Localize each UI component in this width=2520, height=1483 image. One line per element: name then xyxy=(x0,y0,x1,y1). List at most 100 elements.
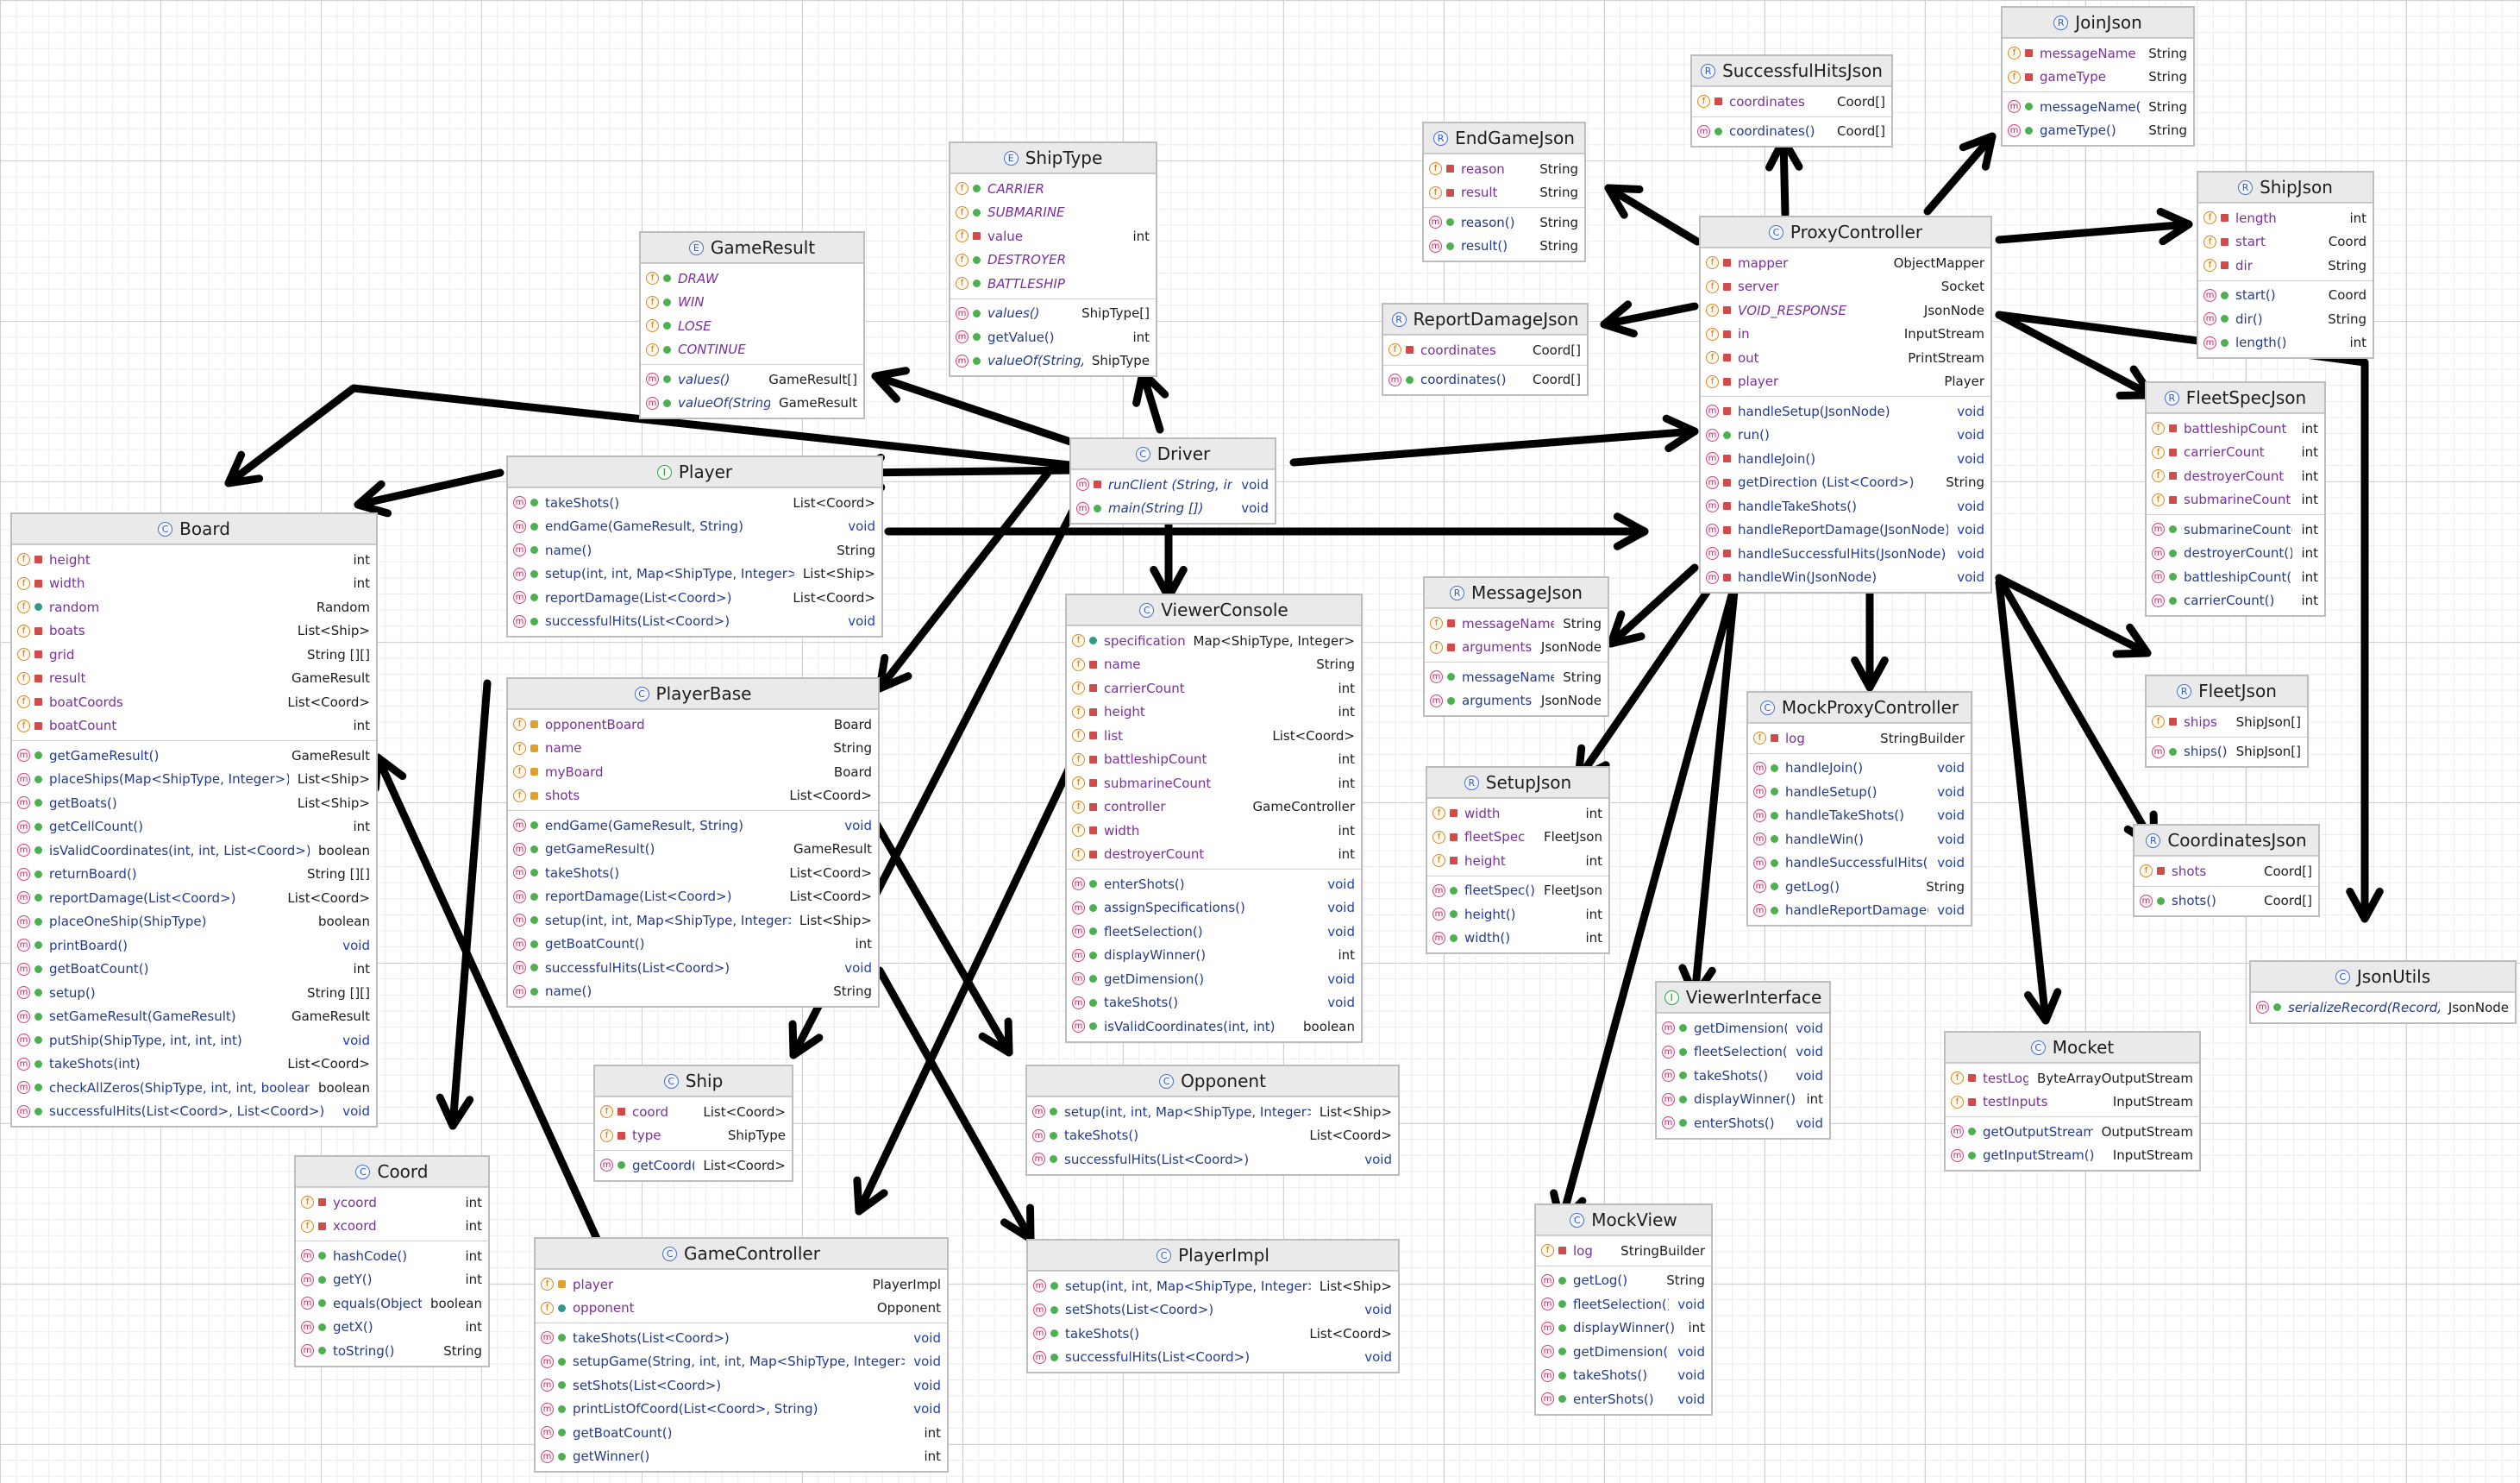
field-name: result xyxy=(1461,185,1498,201)
field-icon: f xyxy=(1429,185,1442,199)
method-signature: getDimension() xyxy=(1573,1343,1670,1360)
method-signature: takeShots(List<Coord>) xyxy=(573,1329,730,1346)
class-icon: C xyxy=(1768,224,1783,240)
method-icon: m xyxy=(541,1426,554,1440)
lock-icon xyxy=(2221,237,2229,246)
method-signature: values() xyxy=(678,371,730,387)
field-name: name xyxy=(545,740,582,757)
method-icon: m xyxy=(1541,1321,1554,1335)
field-name: log xyxy=(1573,1242,1593,1259)
record-icon: R xyxy=(2146,833,2161,848)
field-type: Board xyxy=(833,716,872,732)
return-type: List<Ship> xyxy=(802,566,875,582)
field-name: boatCount xyxy=(49,718,117,734)
method-signature: toString() xyxy=(333,1342,395,1359)
field-type: int xyxy=(2301,492,2318,508)
public-visibility-icon xyxy=(530,569,538,578)
public-visibility-icon xyxy=(34,822,42,831)
return-type: void xyxy=(1937,831,1965,847)
return-type: int xyxy=(2301,593,2318,609)
public-visibility-icon xyxy=(1089,1022,1097,1031)
field-name: list xyxy=(1104,727,1124,744)
method-icon: m xyxy=(2203,336,2216,349)
record-icon: R xyxy=(2177,683,2192,699)
record-icon: R xyxy=(1433,130,1449,146)
class-name: JsonUtils xyxy=(2356,966,2431,987)
lock-icon xyxy=(1450,809,1457,818)
field-type: Coord[] xyxy=(1837,93,1885,110)
public-visibility-icon xyxy=(34,1036,42,1045)
public-visibility-icon xyxy=(1050,1353,1058,1361)
method-signature: result() xyxy=(1461,238,1508,254)
method-icon: m xyxy=(1662,1045,1675,1059)
field-name: WIN xyxy=(678,294,705,311)
public-visibility-icon xyxy=(617,1161,625,1170)
